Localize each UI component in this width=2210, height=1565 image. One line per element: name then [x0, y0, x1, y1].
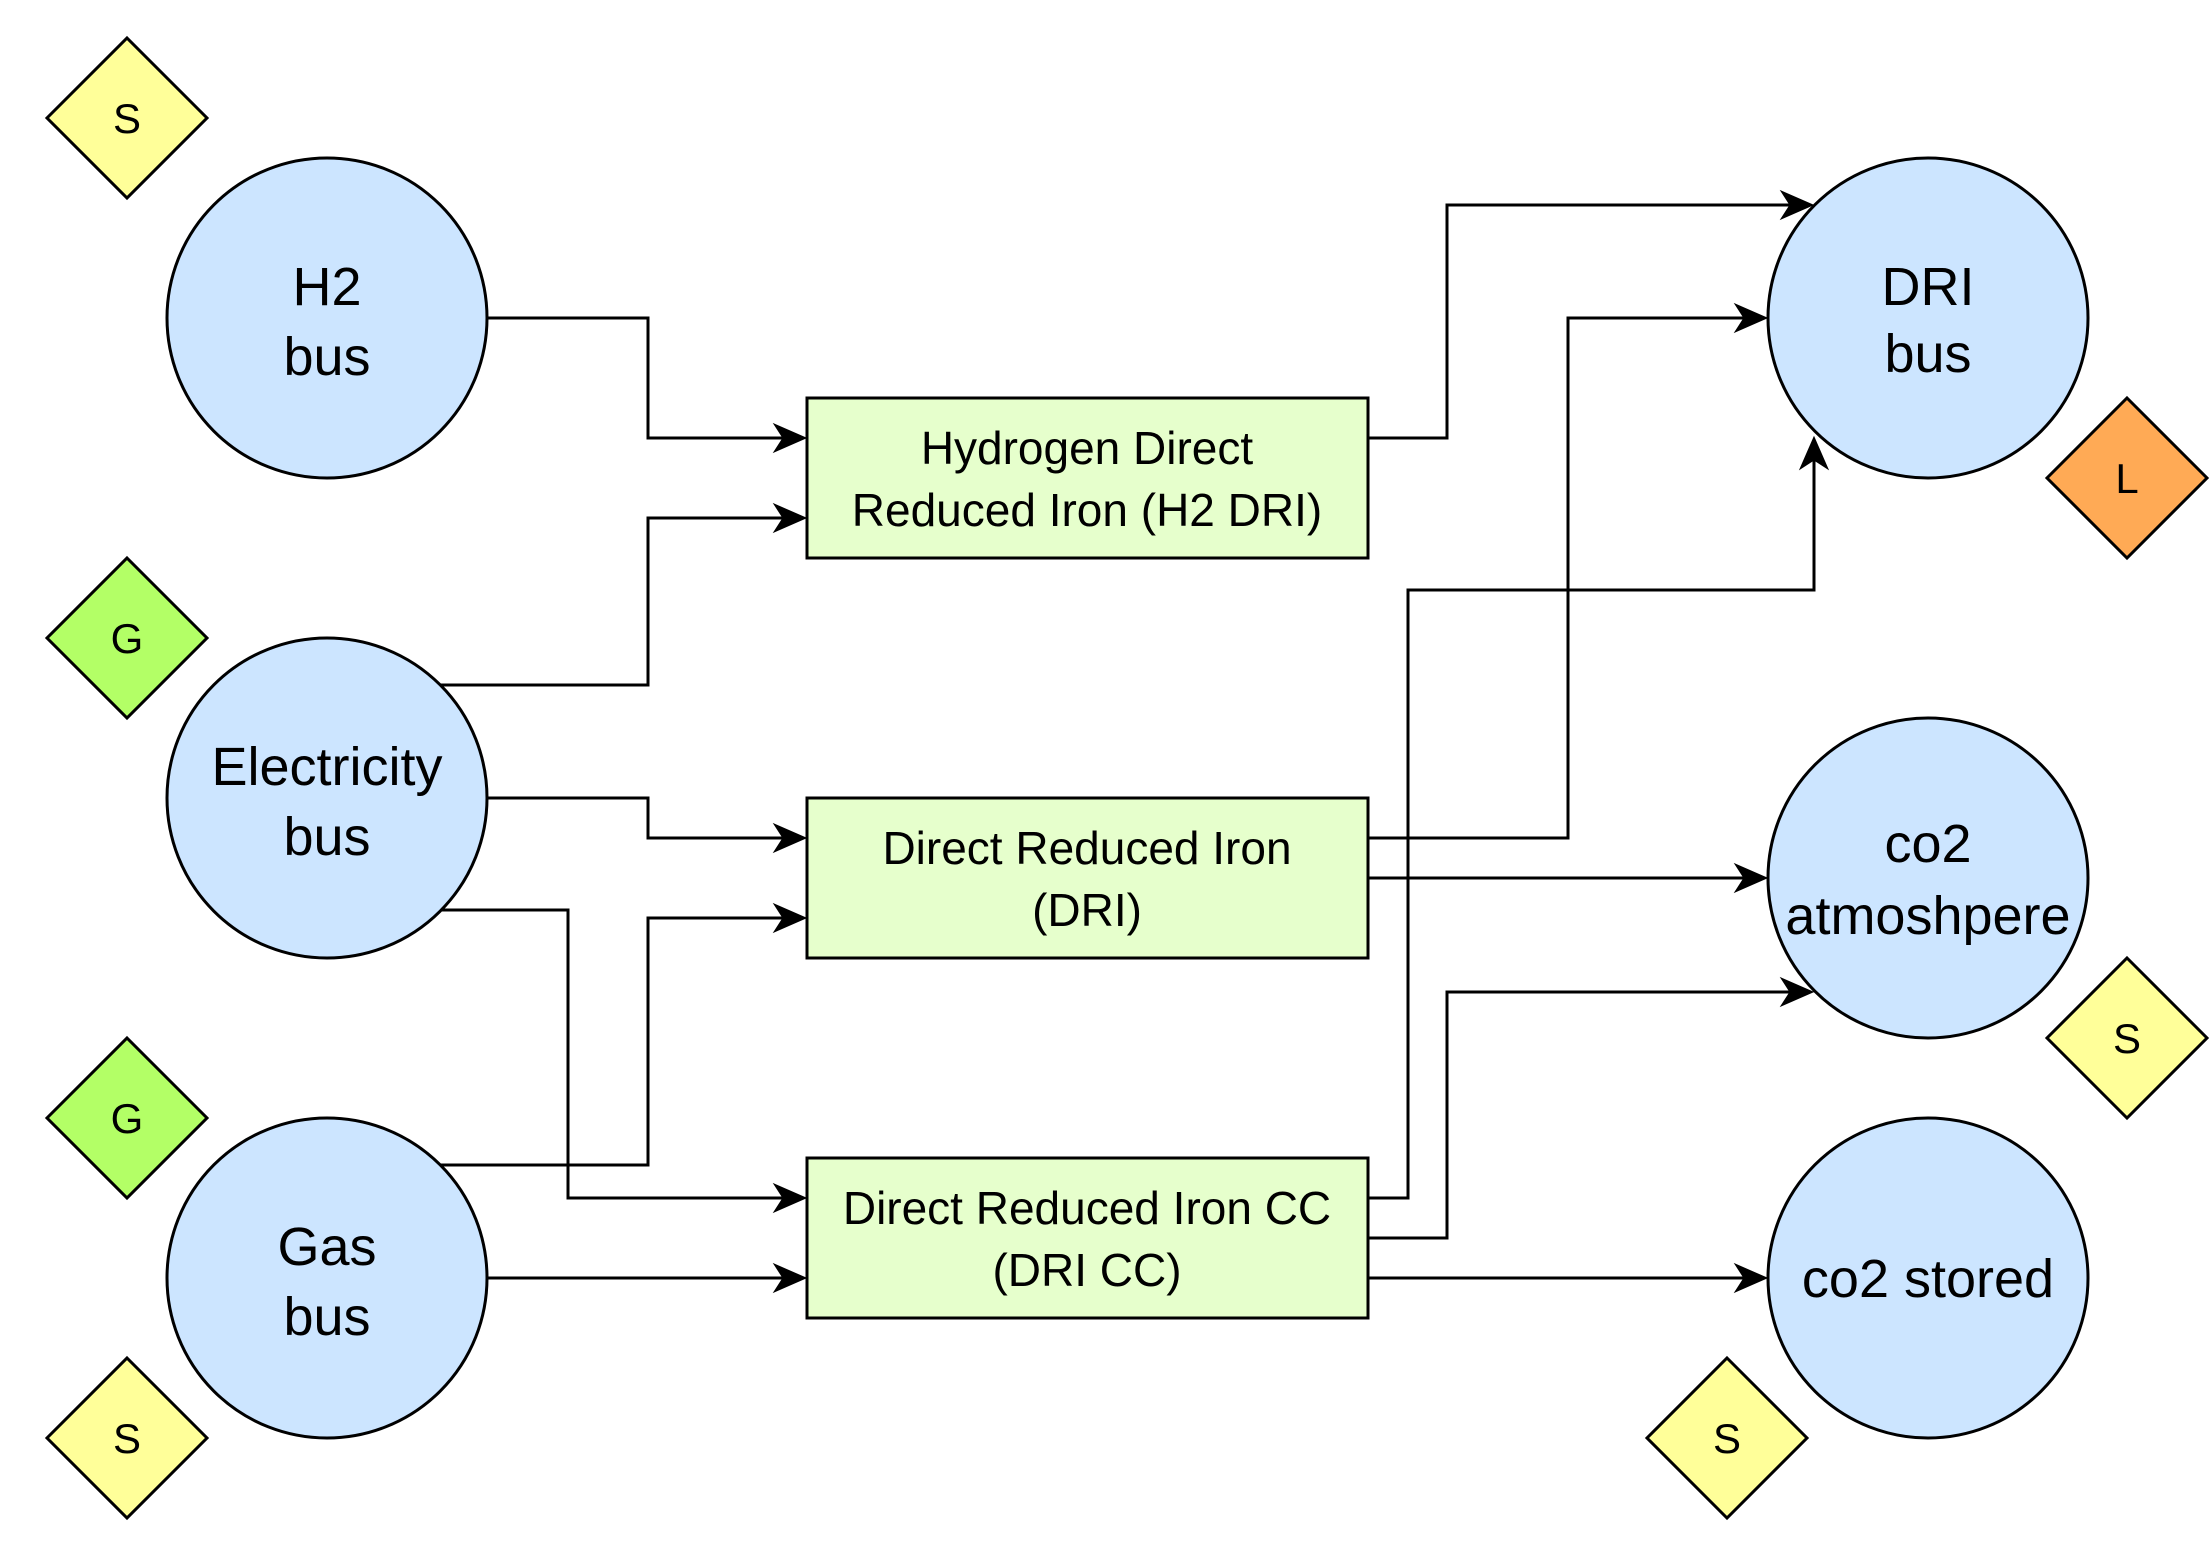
edge-gas-bus-to-dri [440, 916, 783, 1167]
marker-co2-stored-storage: S [1644, 1355, 1810, 1521]
bus-h2-label-line2: bus [283, 327, 370, 387]
bus-circle [165, 1116, 489, 1440]
marker-dri-load-label: L [2115, 455, 2138, 502]
arrowhead [1733, 1262, 1769, 1294]
edge-dri-cc-to-co2-atmosphere [1368, 990, 1790, 1240]
bus-dri: DRI bus [1766, 156, 2090, 480]
process-dri-label-line1: Direct Reduced Iron [882, 822, 1291, 874]
marker-gas-storage: S [44, 1355, 210, 1521]
edge-dri-to-dri-bus [1368, 316, 1744, 840]
process-dri: Direct Reduced Iron (DRI) [805, 796, 1370, 960]
bus-co2-stored: co2 stored [1766, 1116, 2090, 1440]
bus-circle [1766, 1116, 2090, 1440]
marker-co2-atmosphere-storage: S [2044, 955, 2210, 1121]
process-dri-cc: Direct Reduced Iron CC (DRI CC) [805, 1156, 1370, 1320]
arrowhead [772, 422, 808, 454]
process-h2-dri-label-line1: Hydrogen Direct [921, 422, 1254, 474]
edge-h2-dri-to-dri-bus [1368, 203, 1790, 440]
bus-co2-atmosphere-label-line1: co2 [1884, 814, 1971, 874]
marker-h2-storage: S [44, 35, 210, 201]
arrowhead [772, 822, 808, 854]
bus-circle [1766, 156, 2090, 480]
bus-dri-label-line2: bus [1884, 324, 1971, 384]
storage-diamond [1644, 1355, 1810, 1521]
load-diamond [2044, 395, 2210, 561]
bus-h2-label-line1: H2 [292, 257, 361, 317]
arrowhead [1733, 862, 1769, 894]
marker-dri-load: L [2044, 395, 2210, 561]
bus-co2-atmosphere: co2 atmoshpere [1766, 716, 2090, 1040]
edge-h2-bus-to-h2-dri [487, 316, 783, 440]
marker-h2-storage-label: S [113, 95, 141, 142]
bus-gas-label-line2: bus [283, 1287, 370, 1347]
bus-electricity-label-line2: bus [283, 807, 370, 867]
arrowhead [1779, 189, 1815, 221]
process-h2-dri-label-line2: Reduced Iron (H2 DRI) [852, 484, 1322, 536]
marker-gas-generator: G [44, 1035, 210, 1201]
bus-circle [165, 156, 489, 480]
bus-co2-stored-label: co2 stored [1802, 1249, 2054, 1309]
process-box [805, 396, 1370, 560]
bus-co2-atmosphere-label-line2: atmoshpere [1785, 886, 2070, 946]
storage-diamond [2044, 955, 2210, 1121]
bus-gas-label-line1: Gas [277, 1217, 376, 1277]
arrowhead [1779, 976, 1815, 1008]
bus-gas: Gas bus [165, 1116, 489, 1440]
process-h2-dri: Hydrogen Direct Reduced Iron (H2 DRI) [805, 396, 1370, 560]
bus-circle [1766, 716, 2090, 1040]
arrowhead [772, 1262, 808, 1294]
arrowhead [1798, 435, 1830, 471]
marker-co2-atmosphere-storage-label: S [2113, 1015, 2141, 1062]
marker-electricity-generator-label: G [111, 615, 144, 662]
arrowhead [772, 1182, 808, 1214]
marker-gas-generator-label: G [111, 1095, 144, 1142]
bus-electricity-label-line1: Electricity [211, 737, 442, 797]
edges [440, 189, 1830, 1294]
arrowhead [772, 902, 808, 934]
edge-dri-cc-to-dri-bus [1368, 460, 1816, 1200]
bus-dri-label-line1: DRI [1882, 257, 1975, 317]
process-dri-cc-label-line1: Direct Reduced Iron CC [843, 1182, 1331, 1234]
edge-electricity-bus-to-dri-cc [440, 908, 783, 1200]
arrowhead [1733, 302, 1769, 334]
generator-diamond [44, 555, 210, 721]
marker-co2-stored-storage-label: S [1713, 1415, 1741, 1462]
process-dri-cc-label-line2: (DRI CC) [992, 1244, 1181, 1296]
bus-circle [165, 636, 489, 960]
storage-diamond [44, 35, 210, 201]
bus-h2: H2 bus [165, 156, 489, 480]
arrowhead [772, 502, 808, 534]
generator-diamond [44, 1035, 210, 1201]
process-box [805, 1156, 1370, 1320]
process-dri-label-line2: (DRI) [1032, 884, 1142, 936]
marker-gas-storage-label: S [113, 1415, 141, 1462]
marker-electricity-generator: G [44, 555, 210, 721]
edge-electricity-bus-to-dri [487, 796, 783, 840]
edge-electricity-bus-to-h2-dri [440, 516, 783, 687]
process-box [805, 796, 1370, 960]
storage-diamond [44, 1355, 210, 1521]
bus-electricity: Electricity bus [165, 636, 489, 960]
